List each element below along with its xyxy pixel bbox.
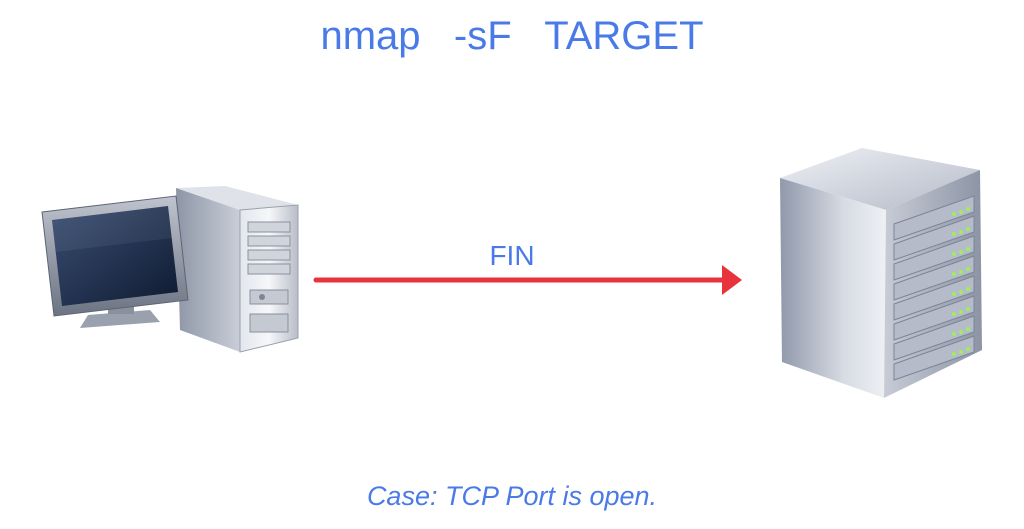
fin-arrow — [313, 265, 742, 295]
command-title: nmap -sF TARGET — [320, 14, 704, 58]
desktop-computer-icon — [41, 186, 299, 353]
server-icon — [780, 148, 982, 398]
fin-label: FIN — [489, 240, 535, 271]
case-caption: Case: TCP Port is open. — [366, 481, 658, 511]
